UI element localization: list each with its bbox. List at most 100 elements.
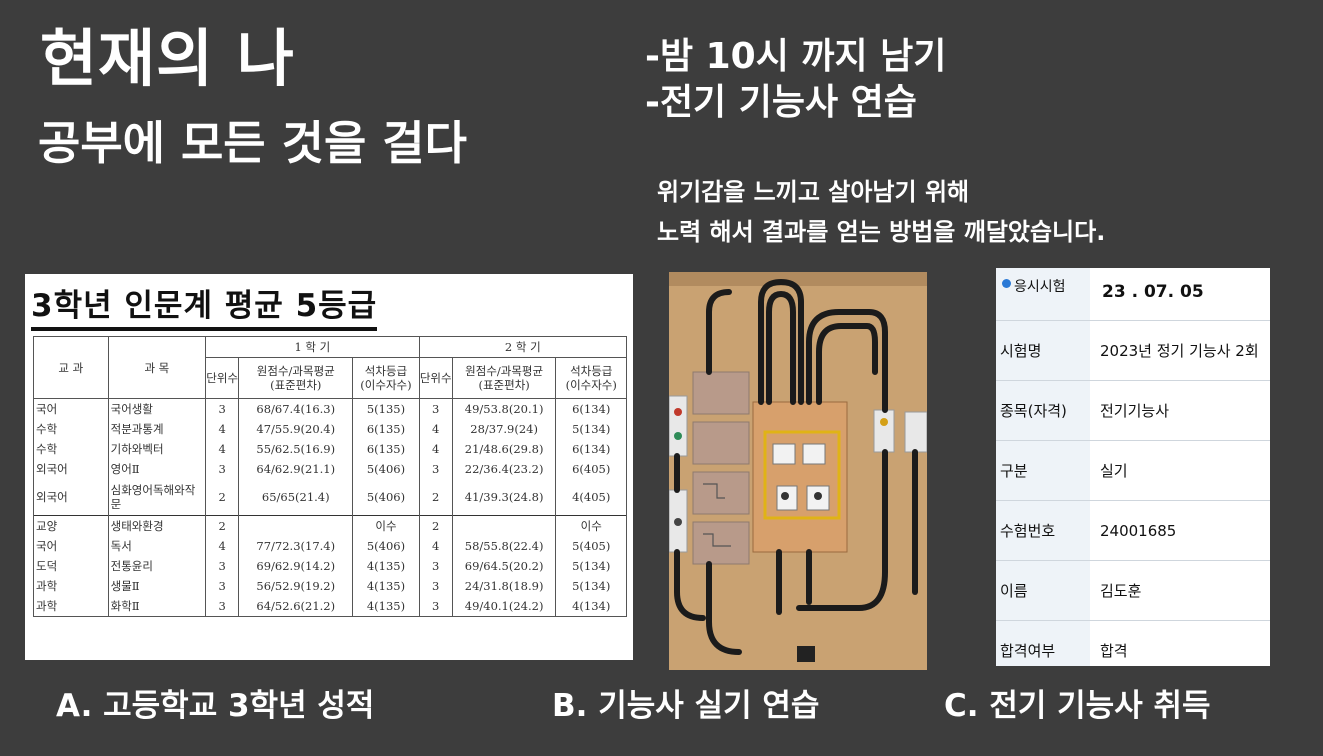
cell: 독서 — [107, 536, 207, 556]
cell: 2 — [205, 479, 240, 516]
cell: 4(405) — [555, 479, 627, 516]
cell: 4 — [205, 419, 240, 439]
cell: 5(406) — [352, 479, 420, 516]
cell: 과학 — [33, 596, 109, 617]
cell: 65/65(21.4) — [238, 479, 354, 516]
plan-item: -밤 10시 까지 남기 — [645, 36, 947, 77]
cell: 47/55.9(20.4) — [238, 419, 354, 439]
col-score-avg-label: 원점수/과목평균 — [465, 364, 544, 378]
cell: 49/40.1(24.2) — [451, 596, 557, 617]
col-score-avg: 원점수/과목평균(표준편차) — [451, 357, 557, 399]
cell: 5(405) — [555, 536, 627, 556]
cert-label: 수험번호 — [996, 501, 1090, 560]
col-rank-label: 석차등급 — [364, 364, 408, 378]
cell: 영어Ⅱ — [107, 459, 207, 479]
practice-board-photo — [669, 272, 927, 670]
cell: 교양 — [33, 515, 109, 536]
page-subtitle: 공부에 모든 것을 걸다 — [38, 116, 467, 170]
cert-label: 종목(자격) — [996, 381, 1090, 440]
cell: 과학 — [33, 576, 109, 596]
cert-value: 김도훈 — [1100, 582, 1142, 600]
grade-report-image: 3학년 인문계 평균 5등급 교 과 과 목 1 학 기 2 학 기 단위수 원… — [25, 274, 633, 660]
cell: 3 — [418, 459, 453, 479]
col-score-avg: 원점수/과목평균(표준편차) — [238, 357, 354, 399]
col-units: 단위수 — [205, 357, 240, 399]
caption-c: C. 전기 기능사 취득 — [944, 688, 1211, 724]
bullet-dot-icon — [1002, 279, 1011, 288]
cell: 5(134) — [555, 419, 627, 439]
cell: 3 — [205, 398, 240, 419]
cell: 4(135) — [352, 556, 420, 576]
cell: 4 — [418, 419, 453, 439]
cell: 3 — [418, 556, 453, 576]
cert-label: 구분 — [996, 441, 1090, 500]
cell: 64/52.6(21.2) — [238, 596, 354, 617]
col-subject: 과 목 — [107, 336, 207, 399]
cert-value: 실기 — [1100, 462, 1128, 480]
cell: 2 — [205, 515, 240, 536]
cert-label: 이름 — [996, 561, 1090, 620]
cell: 5(134) — [555, 556, 627, 576]
reflection-line: 노력 해서 결과를 얻는 방법을 깨달았습니다. — [657, 218, 1106, 246]
caption-a: A. 고등학교 3학년 성적 — [56, 688, 375, 724]
cell: 41/39.3(24.8) — [451, 479, 557, 516]
col-term2: 2 학 기 — [418, 336, 628, 358]
col-term1: 1 학 기 — [205, 336, 420, 358]
col-std-dev-label: (표준편차) — [478, 378, 530, 392]
cell: 6(134) — [555, 439, 627, 459]
cell: 이수 — [352, 515, 420, 536]
cell — [451, 515, 557, 536]
cell: 28/37.9(24) — [451, 419, 557, 439]
cell: 외국어 — [33, 479, 109, 516]
cell: 21/48.6(29.8) — [451, 439, 557, 459]
cell: 56/52.9(19.2) — [238, 576, 354, 596]
cell: 3 — [418, 596, 453, 617]
cell: 심화영어독해와작문 — [107, 479, 207, 516]
col-rank: 석차등급(이수자수) — [555, 357, 627, 399]
cell: 6(405) — [555, 459, 627, 479]
cell: 24/31.8(18.9) — [451, 576, 557, 596]
cell: 4 — [418, 536, 453, 556]
cert-header: 응시시험 23 . 07. 05 — [996, 268, 1270, 320]
cell: 69/64.5(20.2) — [451, 556, 557, 576]
cell: 생태와환경 — [107, 515, 207, 536]
cell: 4 — [205, 536, 240, 556]
col-rank: 석차등급(이수자수) — [352, 357, 420, 399]
cert-exam-date: 23 . 07. 05 — [1102, 282, 1204, 302]
cell: 6(135) — [352, 419, 420, 439]
cell: 3 — [205, 596, 240, 617]
cell: 4 — [418, 439, 453, 459]
cell: 4(134) — [555, 596, 627, 617]
col-rank-label: 석차등급 — [570, 364, 613, 378]
plan-item: -전기 기능사 연습 — [645, 82, 917, 123]
cell: 국어 — [33, 398, 109, 419]
cell: 3 — [418, 576, 453, 596]
grade-table: 교 과 과 목 1 학 기 2 학 기 단위수 원점수/과목평균(표준편차) 석… — [33, 336, 628, 617]
cell: 4(135) — [352, 596, 420, 617]
cert-label: 합격여부 — [996, 621, 1090, 666]
col-units: 단위수 — [418, 357, 453, 399]
col-takers-label: (이수자수) — [565, 378, 617, 392]
cell: 77/72.3(17.4) — [238, 536, 354, 556]
page-title: 현재의 나 — [40, 22, 295, 95]
grade-report-heading: 3학년 인문계 평균 5등급 — [31, 280, 378, 331]
cell: 이수 — [555, 515, 627, 536]
cert-row: 종목(자격)전기기능사 — [996, 380, 1270, 440]
cell: 외국어 — [33, 459, 109, 479]
cell: 3 — [205, 459, 240, 479]
cell: 58/55.8(22.4) — [451, 536, 557, 556]
cert-value: 2023년 정기 기능사 2회 — [1100, 342, 1259, 360]
cell: 국어 — [33, 536, 109, 556]
cell: 2 — [418, 479, 453, 516]
cell: 5(135) — [352, 398, 420, 419]
cell: 4(135) — [352, 576, 420, 596]
reflection-line: 위기감을 느끼고 살아남기 위해 — [657, 178, 970, 206]
cell: 6(134) — [555, 398, 627, 419]
